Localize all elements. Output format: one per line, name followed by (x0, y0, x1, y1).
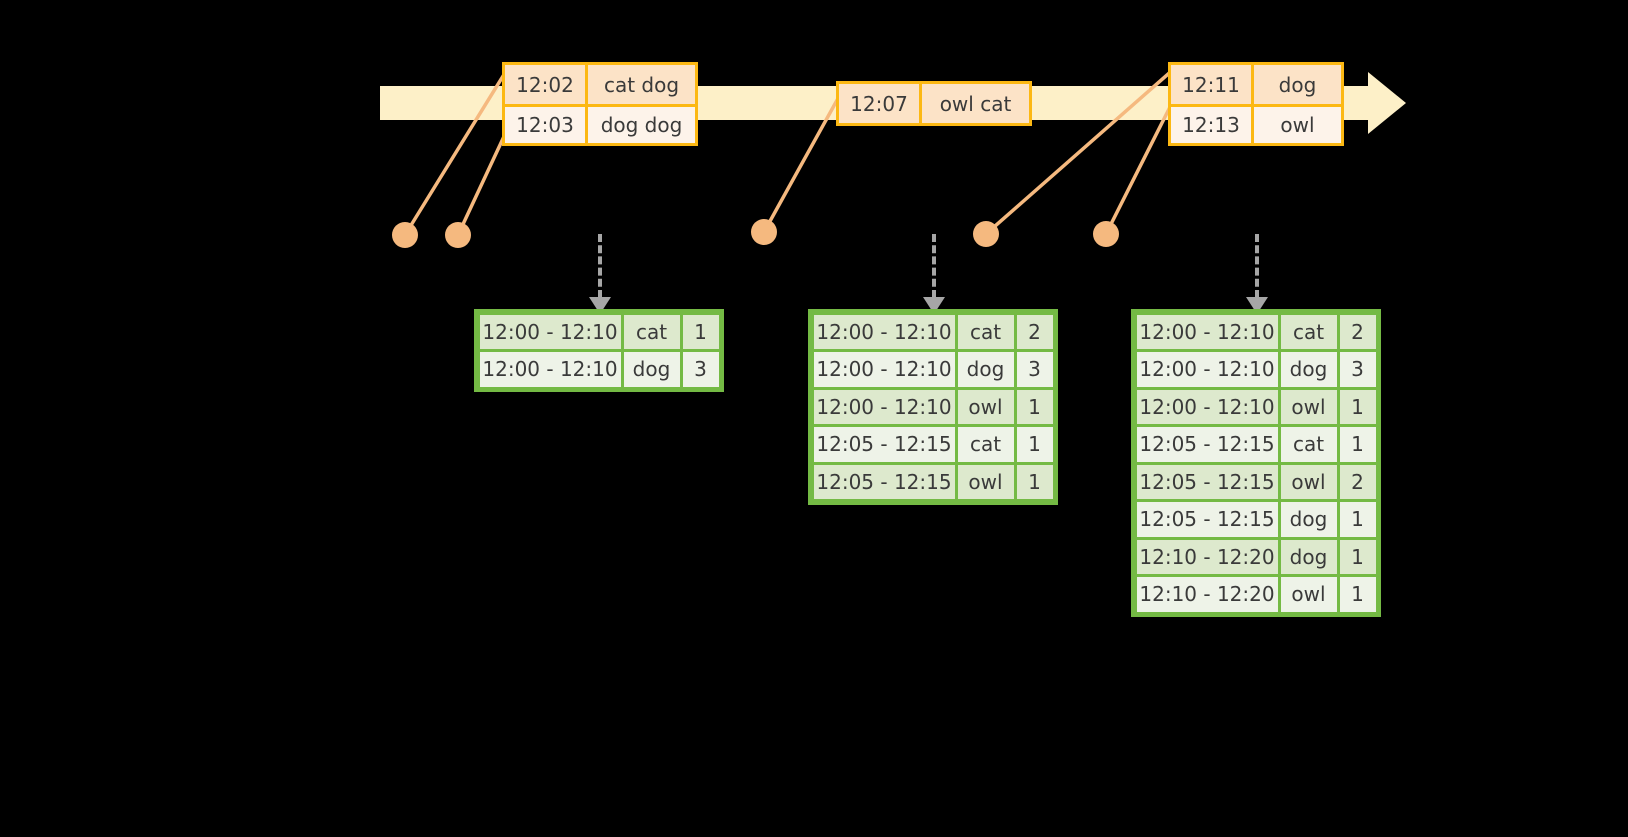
result-count: 1 (682, 314, 719, 349)
result-word: cat (623, 314, 680, 349)
result-window: 12:00 - 12:10 (479, 352, 621, 387)
result-window: 12:00 - 12:10 (813, 352, 955, 387)
result-count: 1 (1016, 464, 1053, 499)
event-words: dog (1254, 65, 1341, 104)
event-words: owl (1254, 107, 1341, 143)
arrow-shaft (932, 234, 936, 298)
event-row: 12:11 dog (1171, 65, 1341, 104)
result-count: 3 (682, 352, 719, 387)
result-window: 12:05 - 12:15 (813, 464, 955, 499)
connector-1213 (1104, 101, 1174, 236)
event-dot-1203 (445, 222, 471, 248)
arrow-shaft (598, 234, 602, 298)
result-window: 12:00 - 12:10 (1136, 352, 1278, 387)
event-dot-1213 (1093, 221, 1119, 247)
event-time: 12:07 (839, 84, 922, 123)
result-count: 1 (1016, 389, 1053, 424)
timeline-arrowhead-icon (1368, 72, 1406, 134)
result-window: 12:00 - 12:10 (1136, 314, 1278, 349)
result-word: dog (1280, 352, 1337, 387)
result-window: 12:05 - 12:15 (1136, 427, 1278, 462)
result-window: 12:05 - 12:15 (1136, 502, 1278, 537)
result-word: dog (623, 352, 680, 387)
arrow-shaft (1255, 234, 1259, 298)
event-words: dog dog (588, 107, 695, 143)
event-box-1: 12:02 cat dog 12:03 dog dog (502, 62, 698, 146)
result-word: owl (1280, 464, 1337, 499)
result-window: 12:00 - 12:10 (813, 314, 955, 349)
result-window: 12:00 - 12:10 (813, 389, 955, 424)
event-dot-1211 (973, 221, 999, 247)
result-count: 1 (1339, 577, 1376, 612)
event-time: 12:03 (505, 107, 588, 143)
result-count: 2 (1016, 314, 1053, 349)
event-row: 12:13 owl (1171, 104, 1341, 143)
result-word: owl (957, 464, 1014, 499)
event-time: 12:11 (1171, 65, 1254, 104)
event-time: 12:02 (505, 65, 588, 104)
event-row: 12:07 owl cat (839, 84, 1029, 123)
result-count: 1 (1339, 539, 1376, 574)
result-window: 12:05 - 12:15 (1136, 464, 1278, 499)
result-word: dog (1280, 502, 1337, 537)
result-word: cat (1280, 427, 1337, 462)
result-window: 12:10 - 12:20 (1136, 577, 1278, 612)
result-count: 3 (1339, 352, 1376, 387)
event-time: 12:13 (1171, 107, 1254, 143)
result-word: owl (1280, 577, 1337, 612)
result-window: 12:10 - 12:20 (1136, 539, 1278, 574)
result-window: 12:00 - 12:10 (479, 314, 621, 349)
result-word: cat (1280, 314, 1337, 349)
event-words: cat dog (588, 65, 695, 104)
result-count: 1 (1016, 427, 1053, 462)
result-count: 3 (1016, 352, 1053, 387)
event-row: 12:02 cat dog (505, 65, 695, 104)
result-window: 12:05 - 12:15 (813, 427, 955, 462)
dashed-arrow-to-table-2 (923, 234, 945, 314)
result-word: owl (1280, 389, 1337, 424)
event-box-2: 12:07 owl cat (836, 81, 1032, 126)
event-words: owl cat (922, 84, 1029, 123)
event-dot-1207 (751, 219, 777, 245)
result-count: 1 (1339, 502, 1376, 537)
result-window: 12:00 - 12:10 (1136, 389, 1278, 424)
result-count: 1 (1339, 389, 1376, 424)
dashed-arrow-to-table-1 (589, 234, 611, 314)
result-count: 2 (1339, 314, 1376, 349)
result-word: dog (957, 352, 1014, 387)
result-word: cat (957, 427, 1014, 462)
result-word: dog (1280, 539, 1337, 574)
event-dot-1202 (392, 222, 418, 248)
result-count: 2 (1339, 464, 1376, 499)
event-box-3: 12:11 dog 12:13 owl (1168, 62, 1344, 146)
result-count: 1 (1339, 427, 1376, 462)
event-row: 12:03 dog dog (505, 104, 695, 143)
result-word: cat (957, 314, 1014, 349)
result-word: owl (957, 389, 1014, 424)
dashed-arrow-to-table-3 (1246, 234, 1268, 314)
